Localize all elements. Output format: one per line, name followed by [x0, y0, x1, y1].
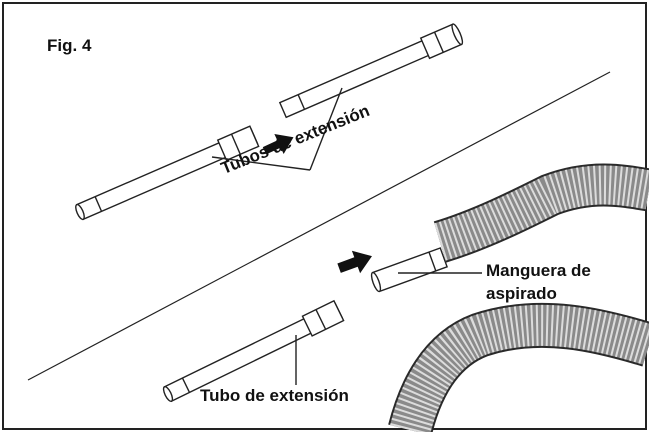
- label-vacuum-hose-line2: aspirado: [486, 284, 557, 303]
- insert-arrow-lower: [337, 250, 372, 274]
- hose-connector: [370, 247, 448, 293]
- divider-line: [27, 71, 611, 381]
- extension-tube-lower: [162, 299, 345, 403]
- extension-tube-upper-right: [278, 23, 464, 119]
- insert-arrow-upper: [262, 134, 294, 155]
- vacuum-hose: [388, 163, 649, 432]
- figure-title: Fig. 4: [47, 36, 92, 55]
- extension-tube-upper-left: [75, 125, 260, 221]
- label-vacuum-hose-line1: Manguera de: [486, 261, 591, 280]
- leader-lines-upper: [211, 87, 343, 171]
- label-extension-tube: Tubo de extensión: [200, 386, 349, 405]
